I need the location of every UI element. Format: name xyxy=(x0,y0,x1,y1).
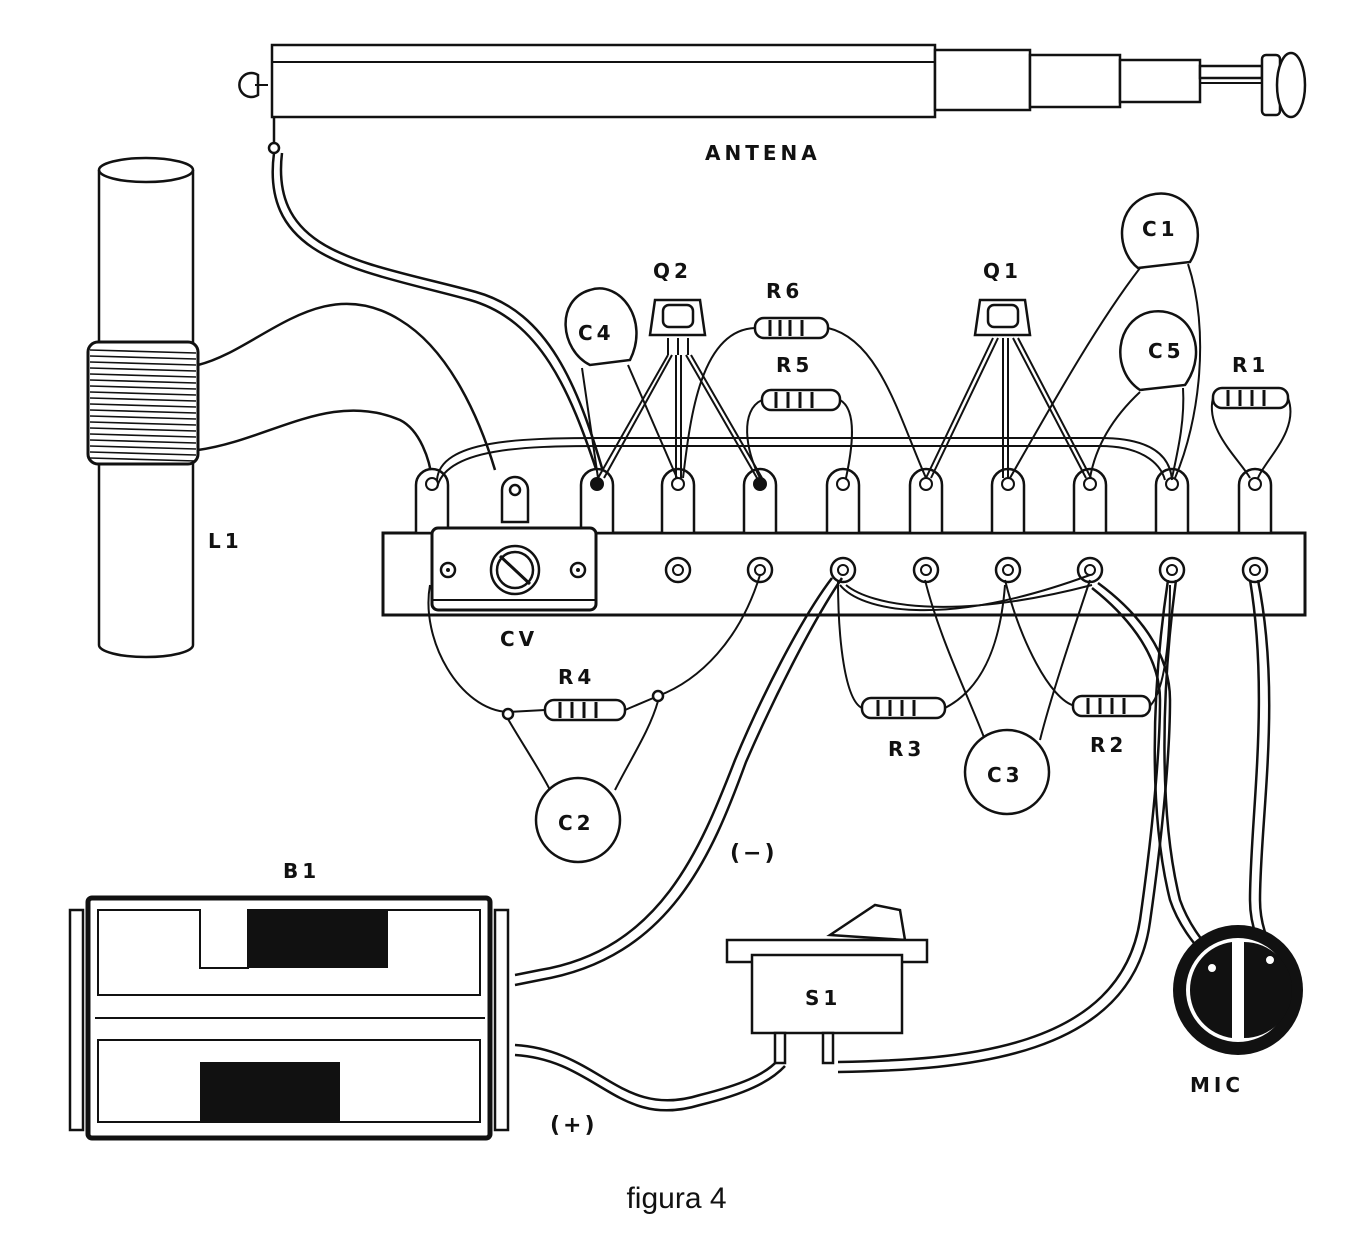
c5-label: C5 xyxy=(1148,339,1185,363)
resistor-r5[interactable] xyxy=(760,388,842,412)
c3-label: C3 xyxy=(987,763,1024,787)
telescopic-antenna xyxy=(238,43,1307,155)
coil-winding xyxy=(89,367,197,372)
q1-label: Q1 xyxy=(983,259,1022,283)
variable-capacitor-cv[interactable] xyxy=(430,475,598,612)
r2-label: R2 xyxy=(1090,733,1127,757)
q2-label: Q2 xyxy=(653,259,692,283)
coil-winding xyxy=(89,451,197,456)
r5-label: R5 xyxy=(776,353,813,377)
antenna-label: ANTENA xyxy=(705,141,821,165)
resistor-r6[interactable] xyxy=(753,316,830,340)
strip-eyelet xyxy=(994,556,1022,584)
capacitor-c5 xyxy=(1119,310,1198,392)
coil-winding xyxy=(89,385,197,390)
c4-label: C4 xyxy=(578,321,615,345)
mic-label: MIC xyxy=(1190,1073,1244,1097)
strip-eyelet xyxy=(912,556,940,584)
solder-lug[interactable] xyxy=(660,467,696,535)
coil-winding xyxy=(89,379,197,384)
coil-winding xyxy=(89,445,197,450)
c1-label: C1 xyxy=(1142,217,1179,241)
negative-label: (−) xyxy=(730,841,778,866)
microphone xyxy=(1173,925,1303,1055)
solder-lug[interactable] xyxy=(579,467,615,535)
l1-label: L1 xyxy=(208,529,243,553)
coil-winding xyxy=(89,415,197,420)
r3-label: R3 xyxy=(888,737,925,761)
capacitor-c1 xyxy=(1120,192,1200,270)
coil-l1 xyxy=(86,156,200,659)
capacitor-c2 xyxy=(534,776,622,864)
coil-winding xyxy=(89,397,197,402)
positive-label: (+) xyxy=(550,1113,598,1138)
r6-label: R6 xyxy=(766,279,803,303)
solder-lug[interactable] xyxy=(990,467,1026,535)
coil-winding xyxy=(89,403,197,408)
capacitor-c3 xyxy=(963,728,1051,816)
figure-caption: figura 4 xyxy=(626,1182,727,1215)
solder-lug[interactable] xyxy=(414,467,450,535)
capacitor-c4 xyxy=(564,287,638,367)
strip-eyelet xyxy=(746,556,774,584)
coil-winding xyxy=(89,433,197,438)
cv-label: CV xyxy=(500,627,538,651)
s1-label: S1 xyxy=(805,986,841,1010)
resistor-r1[interactable] xyxy=(1211,386,1290,410)
coil-winding xyxy=(89,373,197,378)
coil-winding xyxy=(89,439,197,444)
strip-eyelet xyxy=(829,556,857,584)
coil-winding xyxy=(89,355,197,360)
switch-s1[interactable] xyxy=(725,903,929,1065)
solder-lug[interactable] xyxy=(908,467,944,535)
solder-lug[interactable] xyxy=(825,467,861,535)
coil-winding xyxy=(89,421,197,426)
coil-winding xyxy=(89,457,197,462)
solder-lug[interactable] xyxy=(742,467,778,535)
resistor-r2[interactable] xyxy=(1071,694,1152,718)
r4-label: R4 xyxy=(558,665,595,689)
coil-winding xyxy=(89,349,197,354)
strip-eyelet xyxy=(1241,556,1269,584)
strip-eyelet xyxy=(664,556,692,584)
transistor-q2 xyxy=(648,298,707,355)
coil-winding xyxy=(89,361,197,366)
battery-holder-b1 xyxy=(68,895,510,1141)
r1-label: R1 xyxy=(1232,353,1269,377)
b1-label: B1 xyxy=(283,859,320,883)
strip-eyelet xyxy=(1158,556,1186,584)
transistor-q1 xyxy=(973,298,1032,337)
coil-winding xyxy=(89,409,197,414)
resistor-r3[interactable] xyxy=(860,696,947,720)
coil-winding xyxy=(89,427,197,432)
solder-lug[interactable] xyxy=(1237,467,1273,535)
coil-winding xyxy=(89,391,197,396)
resistor-r4[interactable] xyxy=(543,698,627,722)
c2-label: C2 xyxy=(558,811,595,835)
solder-lug[interactable] xyxy=(1072,467,1108,535)
